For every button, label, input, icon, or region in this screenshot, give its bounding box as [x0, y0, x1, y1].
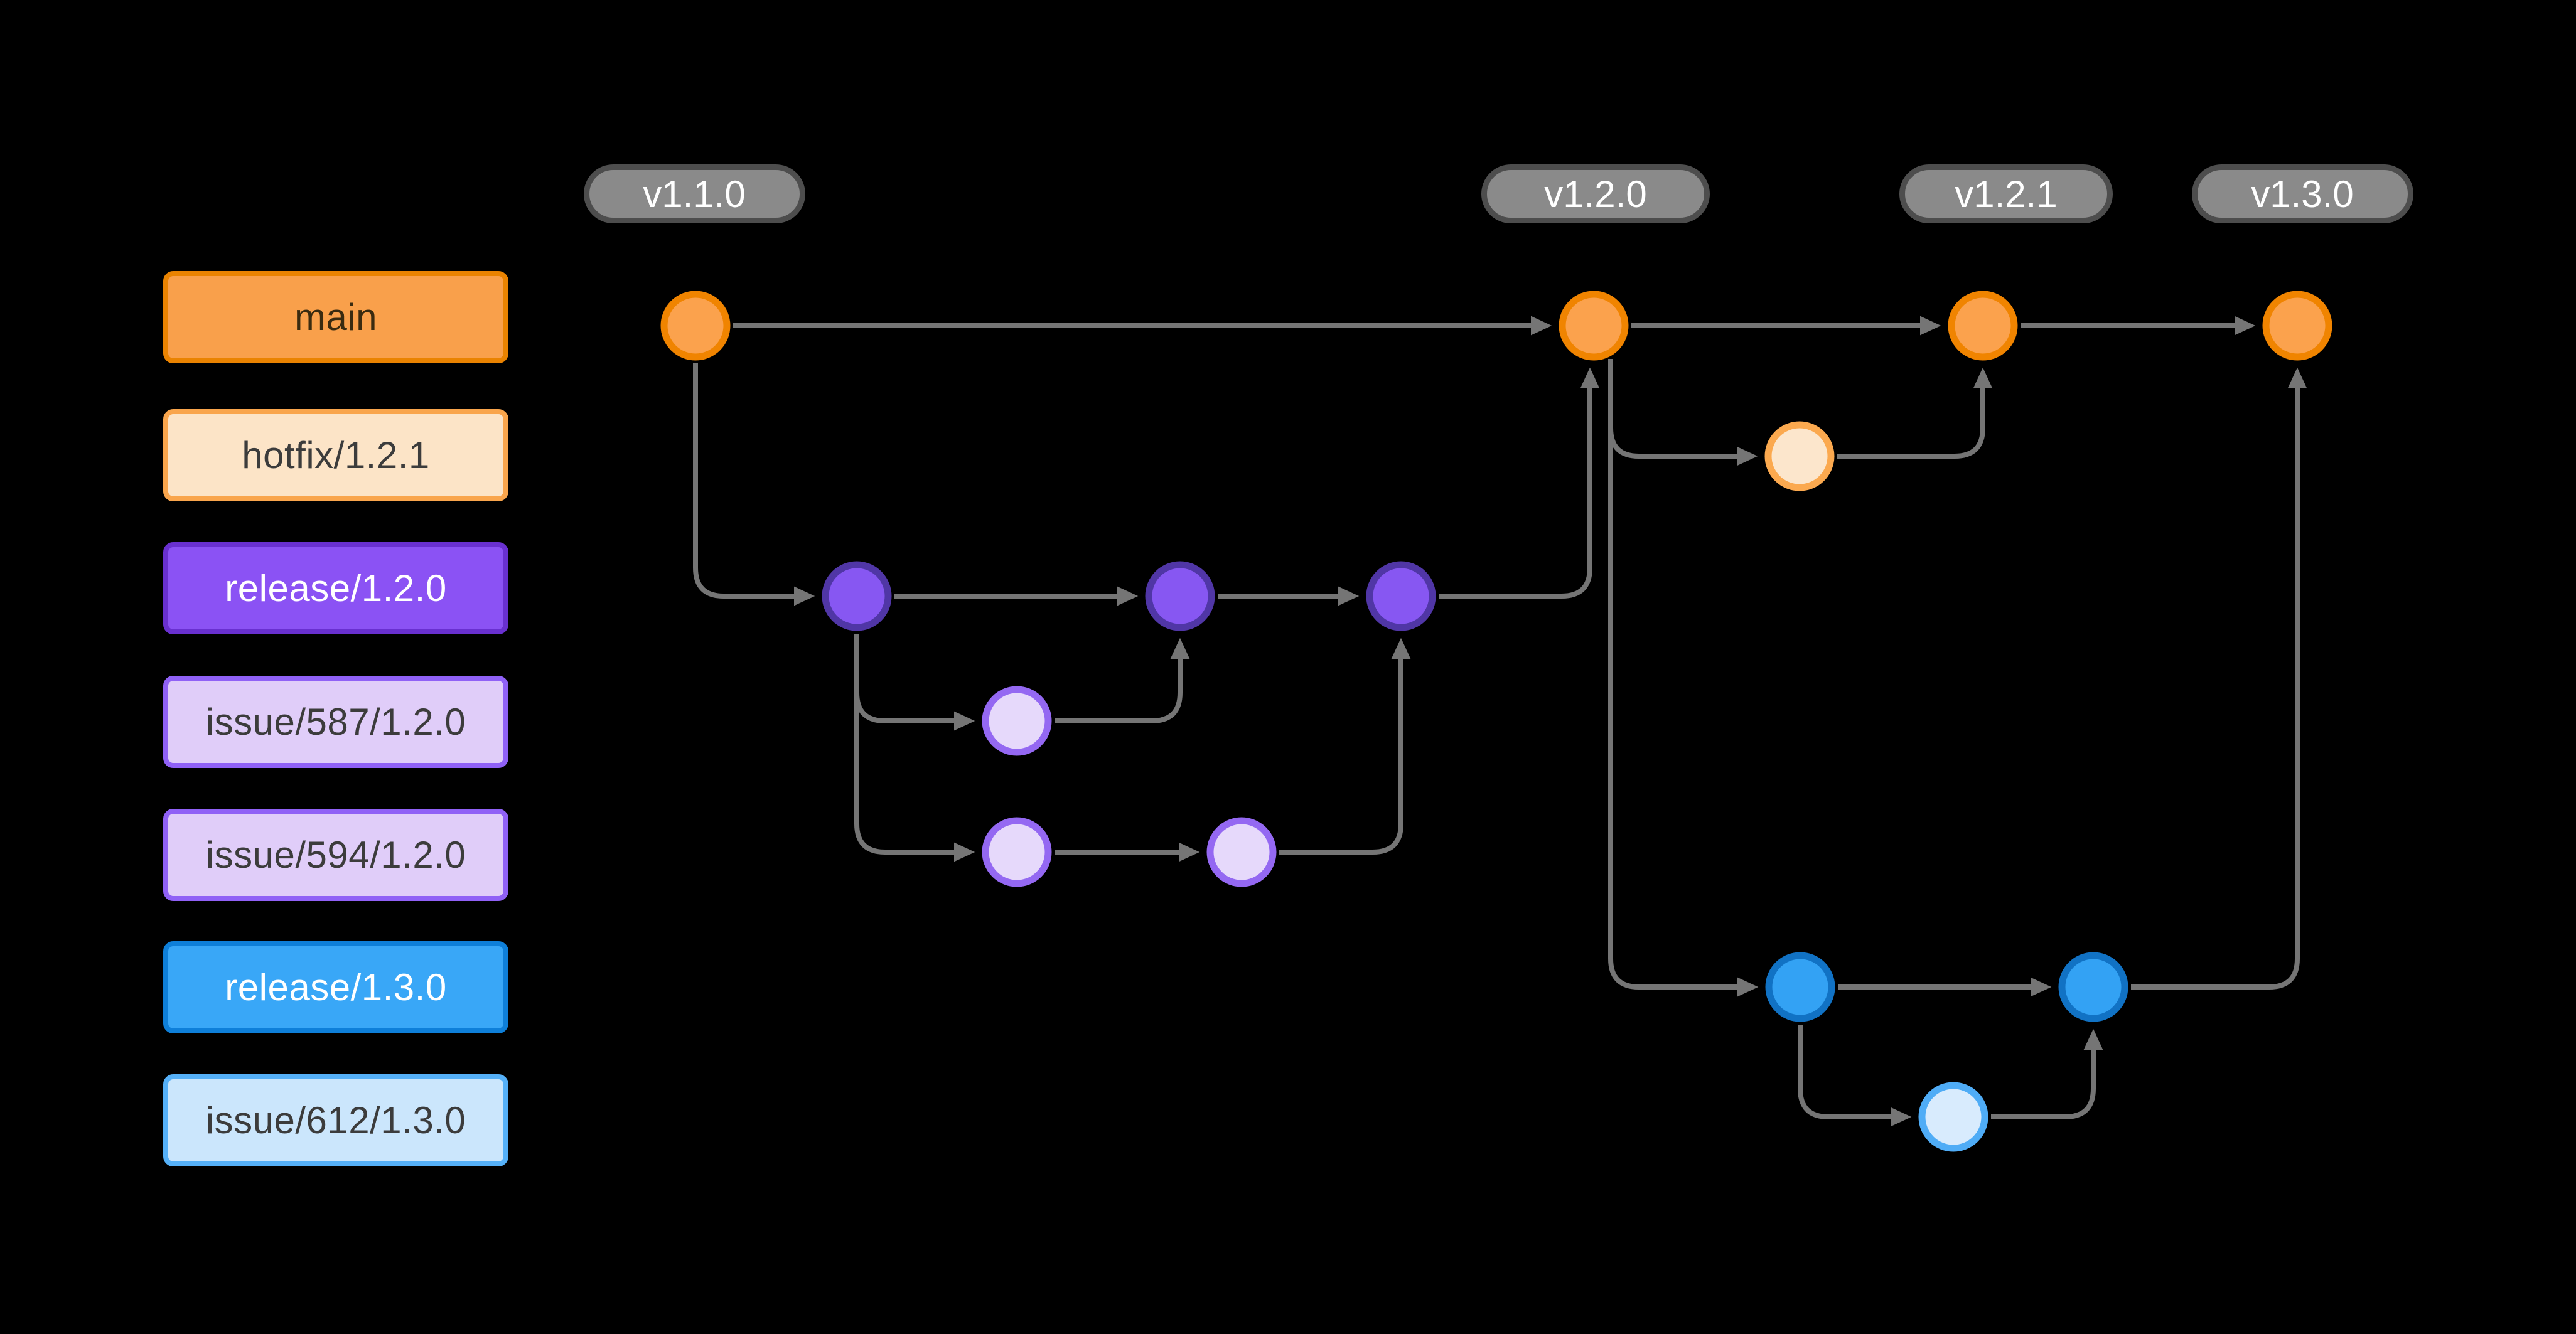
tag-label: v1.1.0 [643, 173, 746, 215]
legend-item-main: main [163, 271, 508, 363]
tag-v1-1-0: v1.1.0 [583, 164, 805, 223]
edge-s594b-p3 [1279, 638, 1411, 855]
commit-b1 [1765, 952, 1835, 1022]
legend-item-label: issue/612/1.3.0 [205, 1099, 466, 1141]
edge-m2-b1 [1608, 359, 1759, 997]
legend-item-label: hotfix/1.2.1 [242, 434, 430, 476]
commit-m1 [660, 291, 731, 361]
legend-item-hotfix-1-2-1: hotfix/1.2.1 [163, 409, 508, 501]
tag-v1-2-1: v1.2.1 [1899, 164, 2113, 223]
legend-item-label: main [294, 296, 378, 338]
tag-label: v1.3.0 [2251, 173, 2354, 215]
legend-item-label: issue/594/1.2.0 [205, 834, 466, 876]
commit-s594b [1206, 817, 1277, 887]
tag-v1-3-0: v1.3.0 [2191, 164, 2413, 223]
edge-p1-s594a [854, 634, 975, 862]
edge-h1-m3 [1837, 367, 1993, 459]
edge-m1-p1 [693, 363, 815, 606]
legend-item-label: issue/587/1.2.0 [205, 701, 466, 743]
legend-item-issue-612-1-3-0: issue/612/1.3.0 [163, 1074, 508, 1166]
tag-label: v1.2.0 [1544, 173, 1647, 215]
commit-m4 [2262, 291, 2332, 361]
legend-item-release-1-2-0: release/1.2.0 [163, 542, 508, 634]
commit-h1 [1764, 421, 1835, 491]
legend-item-issue-594-1-2-0: issue/594/1.2.0 [163, 809, 508, 901]
commit-p1 [822, 561, 892, 631]
commit-p2 [1145, 561, 1215, 631]
commit-b2 [2058, 952, 2128, 1022]
edge-p3-m2 [1439, 367, 1600, 599]
commit-p3 [1366, 561, 1436, 631]
edge-b2-m4 [2131, 367, 2307, 990]
tag-v1-2-0: v1.2.0 [1481, 164, 1710, 223]
edge-p1-s587 [854, 634, 975, 731]
commit-s594a [982, 817, 1052, 887]
edge-s587-p2 [1055, 638, 1190, 723]
legend-item-issue-587-1-2-0: issue/587/1.2.0 [163, 676, 508, 768]
legend-item-label: release/1.3.0 [225, 966, 447, 1008]
tag-label: v1.2.1 [1955, 173, 2058, 215]
edge-b1-s612 [1798, 1025, 1912, 1127]
legend-item-release-1-3-0: release/1.3.0 [163, 941, 508, 1033]
commit-m2 [1559, 291, 1629, 361]
edge-s612-b2 [1991, 1028, 2103, 1119]
commit-m3 [1948, 291, 2018, 361]
legend-item-label: release/1.2.0 [225, 567, 447, 609]
edge-m2-h1 [1608, 359, 1758, 466]
commit-s587 [982, 686, 1052, 756]
commit-s612 [1918, 1082, 1988, 1152]
